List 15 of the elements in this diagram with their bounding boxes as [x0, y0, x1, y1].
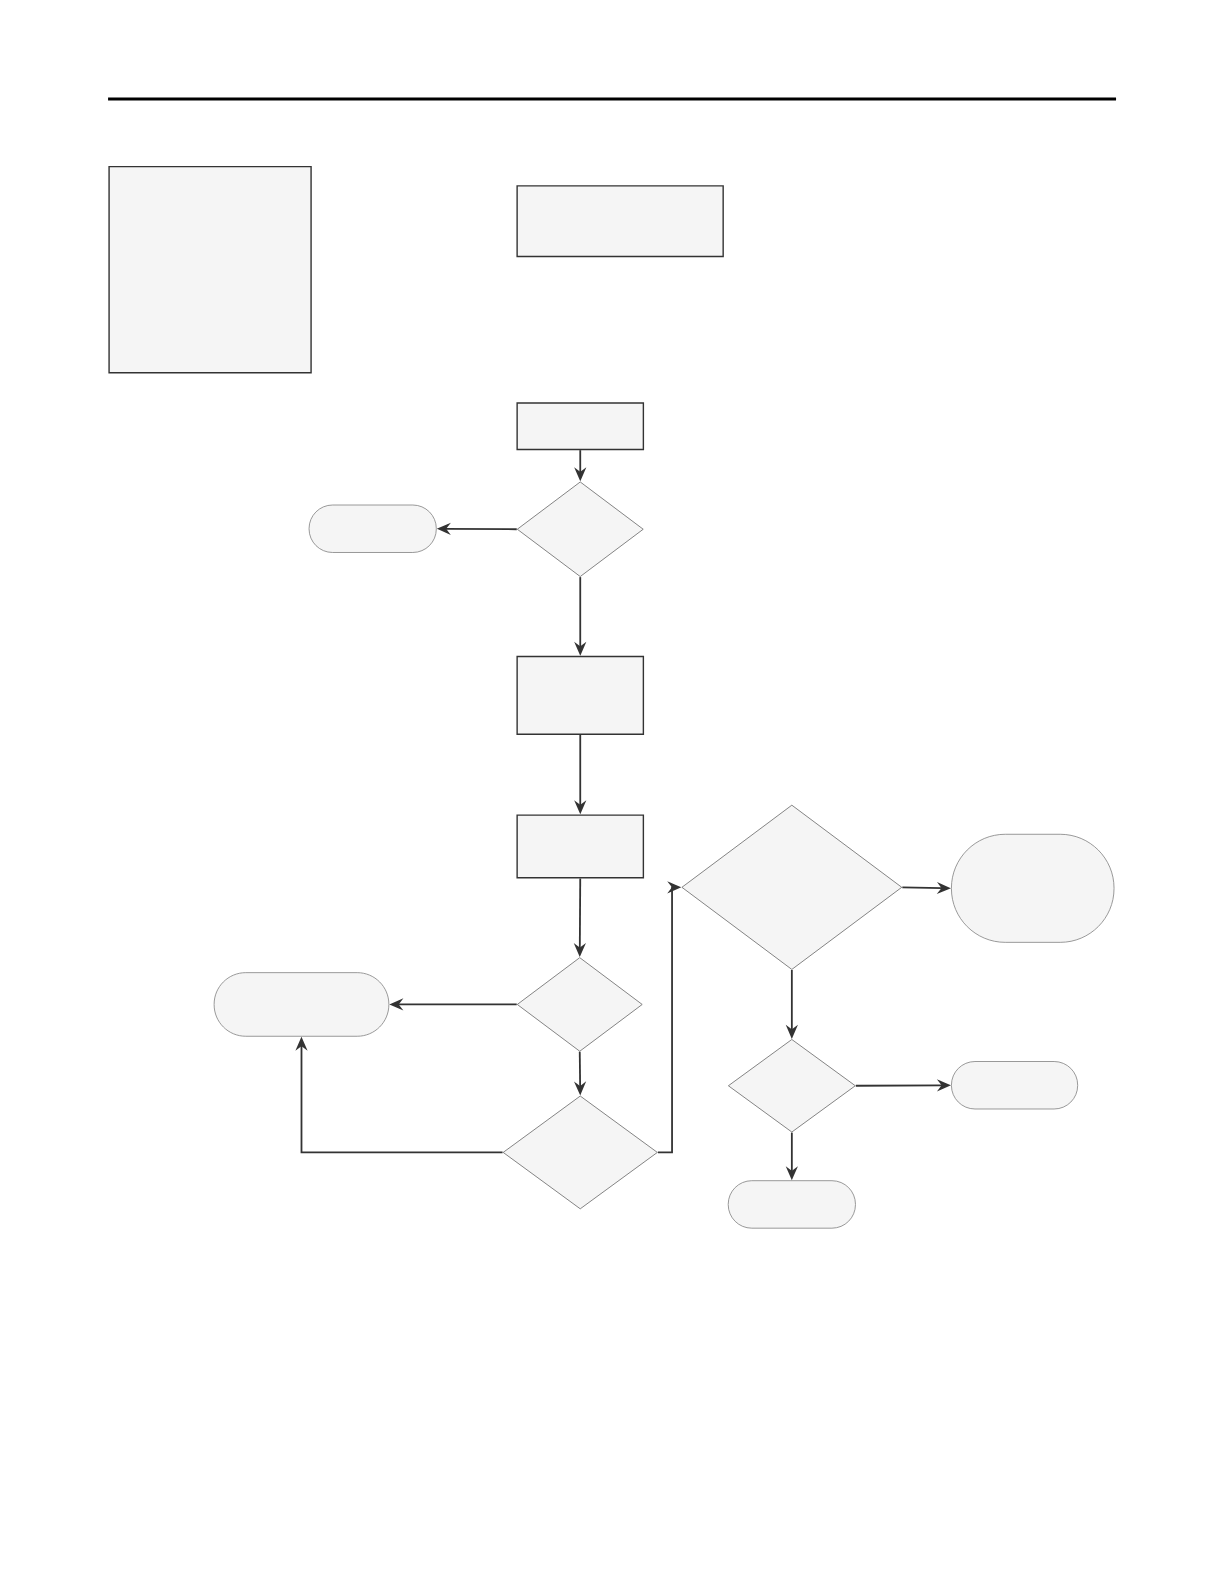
decision-diamond [516, 957, 643, 1052]
process-box [108, 165, 312, 374]
process-box [516, 402, 645, 451]
terminal-box [213, 972, 390, 1037]
terminal-box [308, 504, 437, 553]
process-box [516, 814, 645, 879]
terminal-box [727, 1180, 856, 1229]
decision-diamond [502, 1095, 658, 1210]
decision-diamond [516, 481, 644, 577]
terminal-box [951, 833, 1115, 943]
decision-diamond [681, 804, 903, 970]
decision-diamond [728, 1039, 856, 1133]
terminal-box [951, 1061, 1079, 1110]
process-box [516, 655, 645, 735]
process-box [516, 185, 724, 258]
